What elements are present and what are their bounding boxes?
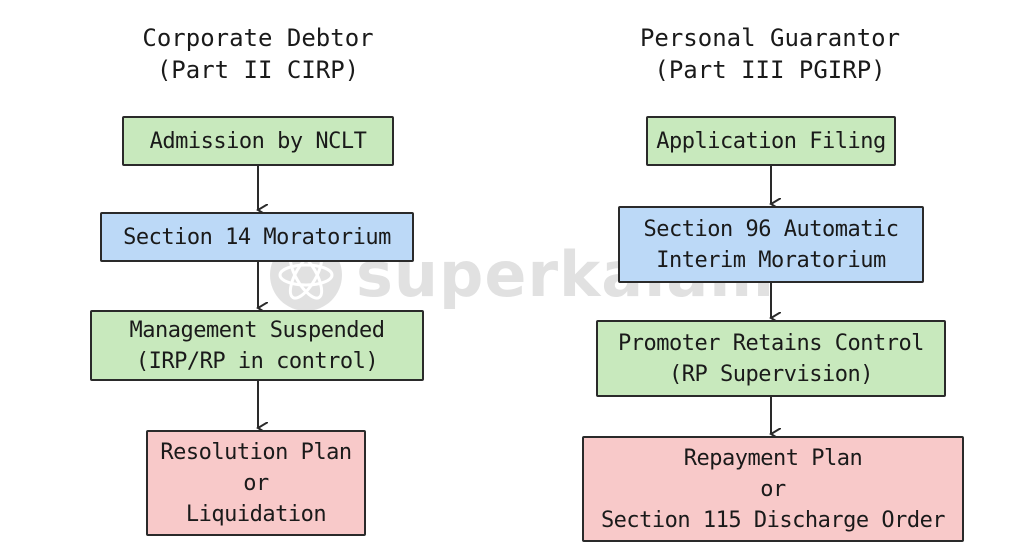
left-step4-line3: Liquidation [185,501,327,527]
left-step2-label: Section 14 Moratorium [123,224,391,250]
left-title-line1: Corporate Debtor [142,24,374,52]
left-column-title: Corporate Debtor (Part II CIRP) [118,22,398,86]
right-step2-line1: Section 96 Automatic [643,216,899,242]
right-title-line1: Personal Guarantor [639,24,901,52]
right-title-line2: (Part III PGIRP) [654,56,886,84]
left-step1-label: Admission by NCLT [149,128,367,154]
left-step3-line1: Management Suspended [129,317,385,343]
left-step3-line2: (IRP/RP in control) [135,348,379,374]
left-step-moratorium: Section 14 Moratorium [100,212,414,262]
right-step4-line1: Repayment Plan [683,445,863,471]
right-step-repayment: Repayment Plan or Section 115 Discharge … [582,436,964,542]
right-step2-line2: Interim Moratorium [656,247,886,273]
left-step4-line1: Resolution Plan [160,439,352,465]
left-step4-line2: or [243,470,269,496]
left-step-admission: Admission by NCLT [122,116,394,166]
right-step4-line2: or [760,476,786,502]
right-column-title: Personal Guarantor (Part III PGIRP) [620,22,920,86]
right-step-application: Application Filing [646,116,896,166]
right-step-moratorium: Section 96 Automatic Interim Moratorium [618,206,924,283]
left-step-resolution: Resolution Plan or Liquidation [146,430,366,536]
left-title-line2: (Part II CIRP) [156,56,360,84]
left-step-management: Management Suspended (IRP/RP in control) [90,310,424,381]
right-step3-line1: Promoter Retains Control [618,330,924,356]
right-step-promoter: Promoter Retains Control (RP Supervision… [596,320,946,397]
right-step3-line2: (RP Supervision) [669,361,873,387]
right-step4-line3: Section 115 Discharge Order [600,507,946,533]
right-step1-label: Application Filing [656,128,886,154]
